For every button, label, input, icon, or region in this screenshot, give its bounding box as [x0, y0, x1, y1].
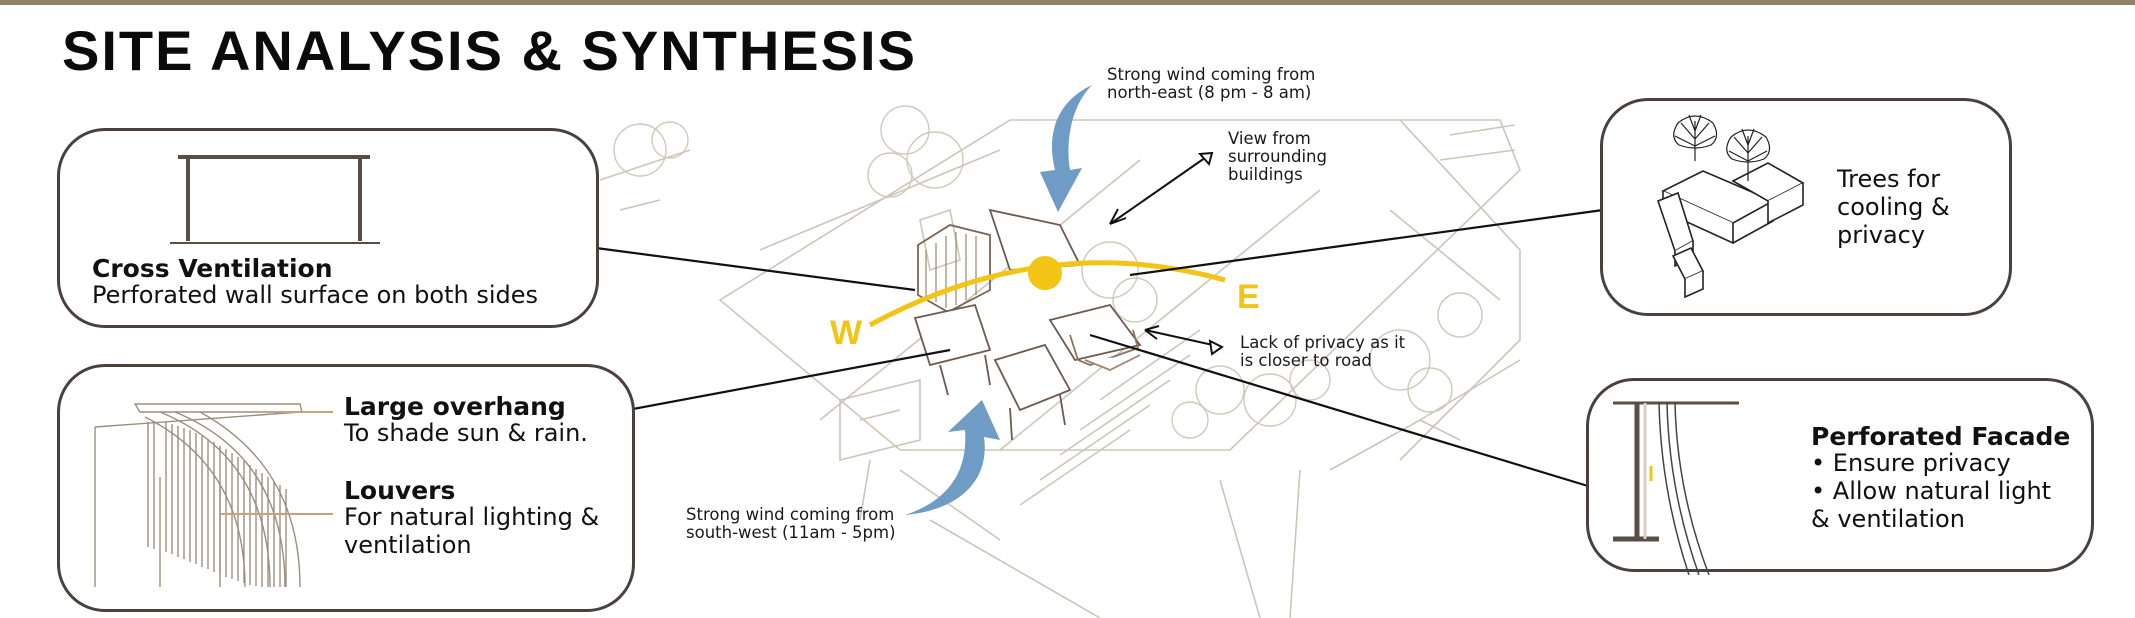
- wind-ne-line1: Strong wind coming from: [1107, 66, 1315, 84]
- wind-ne-line2: north-east (8 pm - 8 am): [1107, 84, 1315, 102]
- trees-line1: Trees for: [1837, 167, 1940, 193]
- cross-ventilation-card: Cross Ventilation Perforated wall surfac…: [57, 128, 599, 328]
- louvers-heading: Louvers: [344, 477, 455, 504]
- overhang-text: To shade sun & rain.: [344, 421, 588, 447]
- louvers-text-line1: For natural lighting &: [344, 505, 599, 531]
- perforated-facade-card: Perforated Facade • Ensure privacy • All…: [1586, 378, 2094, 572]
- view-line1: View from: [1228, 130, 1327, 148]
- sun-west-label: W: [830, 314, 862, 353]
- building-model: [915, 210, 1140, 440]
- view-arrows: [1110, 153, 1222, 354]
- trees-line3: privacy: [1837, 223, 1925, 249]
- wind-sw-note: Strong wind coming from south-west (11am…: [686, 506, 896, 542]
- cross-ventilation-heading: Cross Ventilation: [92, 255, 333, 282]
- privacy-line2: is closer to road: [1240, 352, 1405, 370]
- view-line2: surrounding: [1228, 148, 1327, 166]
- facade-bullet2: • Allow natural light: [1811, 479, 2051, 505]
- overhang-louvers-card: Large overhang To shade sun & rain. Louv…: [57, 364, 635, 612]
- cross-ventilation-text: Perforated wall surface on both sides: [92, 283, 538, 309]
- sun-east-label: E: [1237, 278, 1260, 317]
- facade-heading: Perforated Facade: [1811, 423, 2070, 450]
- wind-ne-note: Strong wind coming from north-east (8 pm…: [1107, 66, 1315, 102]
- wind-ne-arrow-icon: [1040, 85, 1092, 212]
- facade-bullet3: & ventilation: [1811, 507, 1965, 533]
- sun-icon: [1028, 256, 1062, 290]
- overhang-heading: Large overhang: [344, 393, 566, 420]
- trees-card: Trees for cooling & privacy: [1600, 98, 2012, 316]
- wind-sw-line2: south-west (11am - 5pm): [686, 524, 896, 542]
- trees-line2: cooling &: [1837, 195, 1950, 221]
- facade-bullet1: • Ensure privacy: [1811, 451, 2011, 477]
- view-line3: buildings: [1228, 166, 1327, 184]
- view-note: View from surrounding buildings: [1228, 130, 1327, 184]
- wind-sw-line1: Strong wind coming from: [686, 506, 896, 524]
- privacy-note: Lack of privacy as it is closer to road: [1240, 334, 1405, 370]
- trees-block-sketch: [1603, 101, 2015, 319]
- privacy-line1: Lack of privacy as it: [1240, 334, 1405, 352]
- louvers-text-line2: ventilation: [344, 533, 472, 559]
